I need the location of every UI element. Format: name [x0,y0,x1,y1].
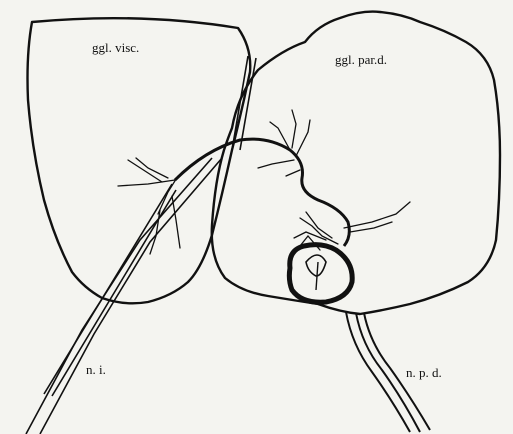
pallial-nerve-label: n. p. d. [406,365,442,381]
intestinal-nerve-label: n. i. [86,362,106,378]
parietal-ganglion-label: ggl. par.d. [335,52,387,68]
cell-body [289,245,352,303]
visceral-ganglion-label: ggl. visc. [92,40,139,56]
